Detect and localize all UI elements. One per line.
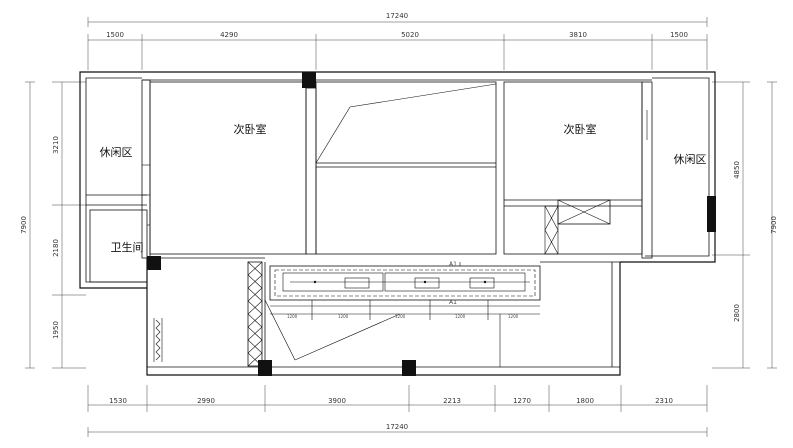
svg-text:1200: 1200 [395,314,406,319]
room-label-leisure-left: 休闲区 [100,145,133,159]
top-total-label: 17240 [386,12,408,20]
bottom-dimension-segments: 1530 2990 3900 2213 1270 1800 2310 [87,385,708,412]
right-seg-2: 2800 [733,304,741,322]
top-dimension-total: 17240 [87,12,708,27]
room-label-leisure-right: 休闲区 [674,152,707,166]
bottom-seg-6: 1800 [576,397,594,405]
svg-text:1200: 1200 [508,314,519,319]
top-seg-5: 1500 [670,31,688,39]
top-seg-4: 3810 [569,31,587,39]
bottom-seg-2: 2990 [197,397,215,405]
partition-hatch [153,261,266,367]
bathroom-walls [89,209,150,283]
bottom-seg-3: 3900 [328,397,346,405]
bottom-total-label: 17240 [386,423,408,431]
svg-text:1200: 1200 [455,314,466,319]
top-seg-2: 4290 [220,31,238,39]
leisure-left-walls [141,79,151,259]
left-seg-2: 2180 [52,239,60,257]
section-markers: A1 A1 [449,261,457,306]
top-seg-3: 5020 [401,31,419,39]
left-seg-3: 1950 [52,321,60,339]
right-total-label: 7900 [770,216,778,234]
bedroom-left-walls [142,81,307,255]
room-label-bedroom-right: 次卧室 [564,122,597,136]
column-bottom-left [258,360,272,376]
top-seg-1: 1500 [106,31,124,39]
bedroom-right-walls [503,81,653,259]
structural-columns [147,72,716,376]
top-dimension-segments: 1500 4290 5020 3810 1500 [87,31,708,70]
middle-room-walls [305,81,497,255]
right-seg-1: 4850 [733,161,741,179]
left-total-label: 7900 [20,216,28,234]
column-top-center [302,72,316,88]
right-dimension-segments: 4850 2800 [712,81,750,369]
section-mark-top: A1 [449,261,457,268]
bottom-seg-1: 1530 [109,397,127,405]
left-dimension-segments: 3210 2180 1950 [52,81,86,369]
room-label-bathroom: 卫生间 [111,240,144,254]
column-right [707,196,716,232]
left-dimension-total: 7900 [20,81,35,369]
right-dimension-total: 7900 [767,81,778,369]
corridor-detail: 1200 1200 1200 1200 1200 [264,262,541,367]
svg-text:1200: 1200 [287,314,298,319]
outer-walls [79,71,716,376]
room-label-bedroom-left: 次卧室 [234,122,267,136]
column-left-mid [147,256,161,270]
bottom-dimension-total: 17240 [87,423,708,437]
bottom-seg-5: 1270 [513,397,531,405]
section-mark-bottom: A1 [449,299,457,306]
bottom-seg-4: 2213 [443,397,461,405]
bottom-seg-7: 2310 [655,397,673,405]
left-seg-1: 3210 [52,136,60,154]
svg-text:1200: 1200 [338,314,349,319]
column-bottom-center [402,360,416,376]
